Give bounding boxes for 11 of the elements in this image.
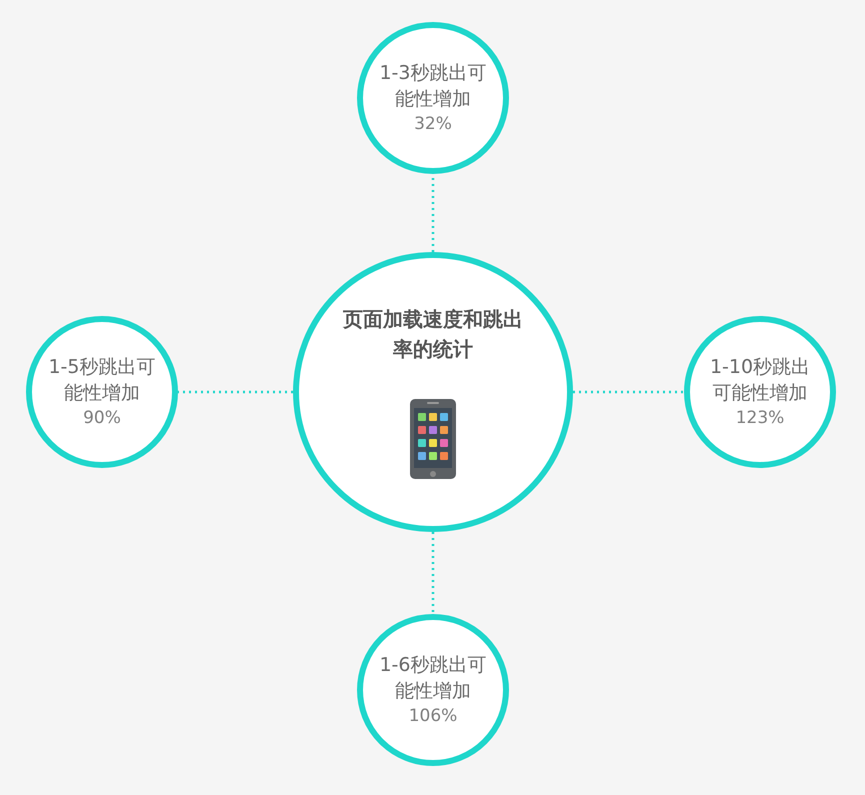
dotted-connector [432,532,434,614]
title-text: 页面加载速度和跳出率的统计 [342,306,524,363]
percent-text: 123% [734,407,786,430]
percent-text: 32% [413,113,453,136]
stat-text: 1-3秒跳出可能性增加 [378,61,488,112]
percent-text: 90% [82,407,122,430]
stat-text: 1-5秒跳出可能性增加 [47,355,157,406]
stat-text: 1-6秒跳出可能性增加 [378,653,488,704]
stat-text: 1-10秒跳出可能性增加 [708,355,812,406]
percent-text: 106% [408,705,458,728]
dotted-connector [573,390,684,394]
